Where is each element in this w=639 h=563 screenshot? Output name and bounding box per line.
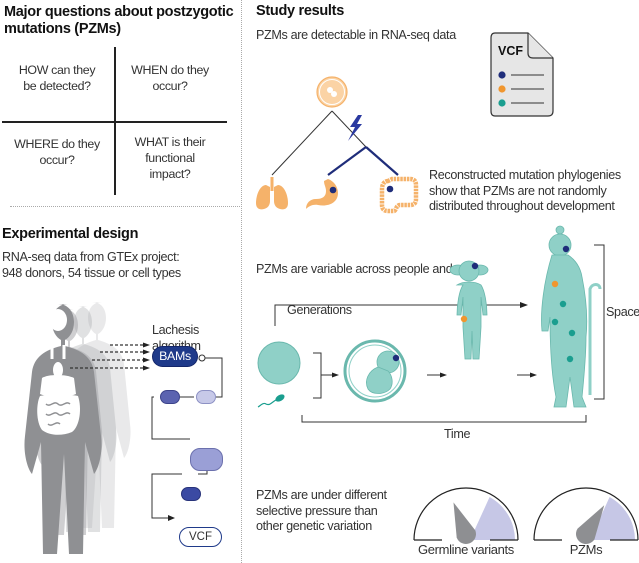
pipeline-step-node <box>196 390 216 404</box>
mutation-dot <box>559 300 567 308</box>
womb-icon <box>343 339 407 403</box>
mutation-dot <box>566 355 574 363</box>
liver-icon <box>40 375 76 397</box>
question-when: WHEN do they occur? <box>115 62 225 94</box>
pipeline-step-node <box>190 448 223 471</box>
sperm-icon <box>275 394 285 402</box>
vcf-document-icon: VCF <box>490 32 554 117</box>
finding-variable: PZMs are variable across people and: <box>256 262 456 276</box>
gauge-zone <box>470 497 515 540</box>
mutation-dot <box>568 329 576 337</box>
space-bracket <box>594 244 605 400</box>
question-line: functional <box>145 151 195 165</box>
panel-divider <box>241 0 242 563</box>
questions-title: Major questions about postzygotic mutati… <box>4 4 234 38</box>
results-title: Study results <box>256 3 344 19</box>
pipeline-step-node <box>181 487 201 501</box>
grid-horizontal-line <box>2 121 227 123</box>
section-divider <box>10 206 240 207</box>
question-line: WHEN do they <box>131 63 209 77</box>
design-text-line: RNA-seq data from GTEx project: <box>2 250 180 264</box>
finding-line: selective pressure than <box>256 503 378 518</box>
colon-icon <box>379 176 419 214</box>
question-line: be detected? <box>23 79 91 93</box>
finding-line: distributed throughout development <box>429 199 615 213</box>
mutation-dot-colon <box>386 185 394 193</box>
mutation-dot-stomach <box>329 186 337 194</box>
generations-label: Generations <box>287 303 352 317</box>
mutation-dot <box>460 315 468 323</box>
space-label: Space <box>606 305 639 319</box>
egg-icon <box>257 341 301 385</box>
bams-node: BAMs <box>152 346 198 367</box>
heart-icon <box>53 362 63 378</box>
gauge-needle <box>453 502 477 545</box>
finding-phylogenies: Reconstructed mutation phylogenies show … <box>429 168 621 215</box>
stomach-icon <box>306 179 338 209</box>
airway <box>50 345 66 359</box>
gauge-label-pzms: PZMs <box>569 542 603 557</box>
pipeline-connectors <box>151 354 223 521</box>
time-label: Time <box>444 427 471 441</box>
finding-line: other genetic variation <box>256 519 372 533</box>
question-how: HOW can they be detected? <box>2 62 112 94</box>
gauge-needle <box>576 505 605 544</box>
finding-selective-pressure: PZMs are under different selective press… <box>256 488 387 535</box>
vcf-doc-label: VCF <box>498 44 523 58</box>
mutation-phylogeny <box>256 76 419 214</box>
mutation-dot <box>551 318 559 326</box>
question-line: occur? <box>39 153 75 167</box>
gauge-arc <box>533 487 639 541</box>
design-title: Experimental design <box>2 226 139 242</box>
brain-icon <box>49 309 67 331</box>
question-line: WHERE do they <box>14 137 100 151</box>
gauge-arc <box>413 487 519 541</box>
finding-line: Reconstructed mutation phylogenies <box>429 168 621 182</box>
gauge-pzms <box>533 487 639 544</box>
finding-line: PZMs are under different <box>256 488 387 502</box>
fertilization-bracket <box>313 352 322 399</box>
design-text: RNA-seq data from GTEx project: 948 dono… <box>2 250 181 281</box>
mutation-dot <box>471 262 479 270</box>
design-text-line: 948 donors, 54 tissue or cell types <box>2 265 181 280</box>
mutation-dot-orange <box>498 85 506 93</box>
pipeline-step-node <box>160 390 180 404</box>
question-where: WHERE do they occur? <box>2 136 112 168</box>
question-what: WHAT is their functional impact? <box>115 134 225 182</box>
elderly-person-icon <box>541 225 588 408</box>
mutation-dot-teal <box>498 99 506 107</box>
child-icon <box>449 260 489 360</box>
lungs-icon <box>256 177 288 210</box>
arrow-to-vcf <box>168 515 175 521</box>
questions-title-line: Major questions about postzygotic <box>4 4 234 20</box>
vcf-output-node: VCF <box>179 527 222 547</box>
algorithm-label-line: Lachesis <box>152 323 199 337</box>
lightning-mutation-icon <box>348 115 362 141</box>
gauge-germline <box>413 487 519 545</box>
question-line: impact? <box>149 167 191 181</box>
donor-bodies-illustration <box>24 302 150 554</box>
time-bracket <box>301 415 587 423</box>
mutation-dot-navy <box>498 71 506 79</box>
arrowheads <box>143 342 150 371</box>
mutated-branch <box>327 146 367 176</box>
gauge-zone <box>590 497 635 540</box>
tissue-arrows <box>70 344 144 369</box>
finding-detectable: PZMs are detectable in RNA-seq data <box>256 28 456 42</box>
mutation-dot <box>392 354 400 362</box>
finding-line: show that PZMs are not randomly <box>429 183 607 198</box>
mutated-branch <box>365 146 399 176</box>
questions-title-line: mutations (PZMs) <box>4 21 121 37</box>
generations-arrow <box>274 304 522 326</box>
question-line: HOW can they <box>18 63 96 77</box>
question-line: occur? <box>152 79 188 93</box>
question-line: WHAT is their <box>134 135 206 149</box>
mutation-dot <box>562 245 570 253</box>
cane-icon <box>588 283 602 395</box>
generations-time-space-diagram <box>257 225 605 423</box>
pipeline-start-node <box>198 354 206 362</box>
mutation-dot <box>551 280 559 288</box>
gauge-label-germline: Germline variants <box>418 542 514 557</box>
